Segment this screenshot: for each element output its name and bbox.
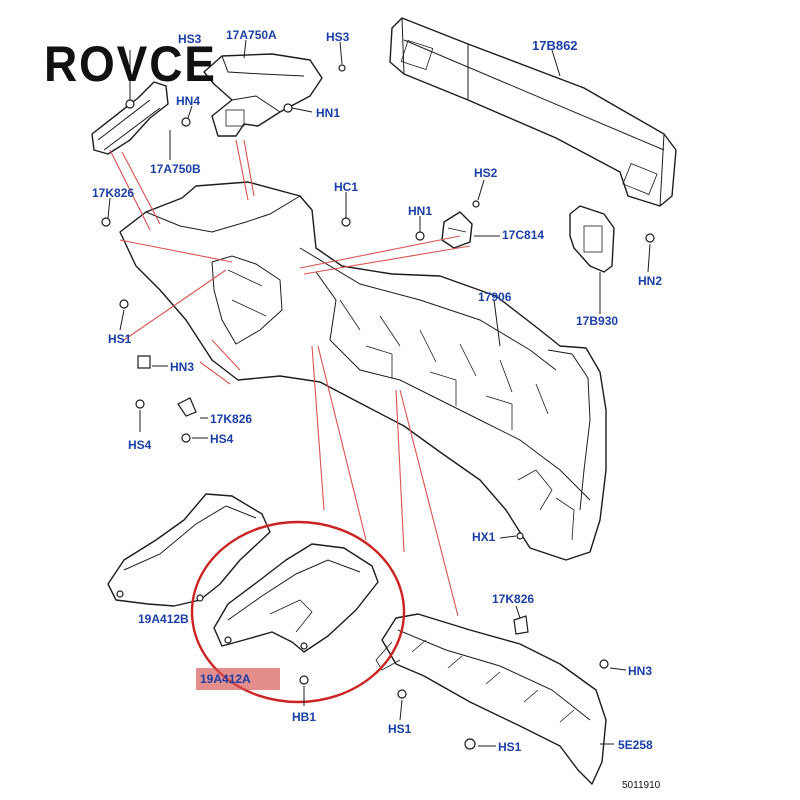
label-17k826-mid: 17K826 [210, 412, 253, 426]
label-17906: 17906 [478, 290, 512, 304]
leader-lines [109, 139, 471, 617]
clip-17c814 [441, 211, 473, 249]
label-5e258: 5E258 [618, 738, 653, 752]
valance-5e258 [375, 613, 607, 785]
bracket-17b930 [569, 205, 615, 273]
label-hs2: HS2 [474, 166, 498, 180]
label-hb1: HB1 [292, 710, 317, 724]
label-17a750b: 17A750B [150, 162, 201, 176]
label-hs3-top: HS3 [326, 30, 350, 44]
label-hc1: HC1 [334, 180, 359, 194]
label-hx1: HX1 [472, 530, 496, 544]
label-hs1-bottom: HS1 [388, 722, 412, 736]
label-pointers [107, 39, 651, 747]
bumper-cover-17906 [119, 181, 607, 561]
diagram-reference-number: 5011910 [622, 780, 661, 791]
panel-19a412b [107, 493, 271, 607]
label-hs3-top-left: HS3 [178, 32, 202, 46]
brand-logo: ROVCE [44, 38, 217, 90]
panel-19a412a [213, 543, 379, 653]
label-hs4-mid: HS4 [210, 432, 234, 446]
label-hn3-right: HN3 [628, 664, 653, 678]
brand-logo-text: ROVCE [44, 36, 217, 92]
label-hn2: HN2 [638, 274, 663, 288]
label-17c814: 17C814 [502, 228, 545, 242]
label-hn1-mid: HN1 [408, 204, 433, 218]
label-17a750a: 17A750A [226, 28, 277, 42]
highlight-circle [190, 520, 406, 704]
label-hs1-left: HS1 [108, 332, 132, 346]
bracket-17a750a [203, 53, 323, 137]
label-hs1-bottom-right: HS1 [498, 740, 522, 754]
label-17b930: 17B930 [576, 314, 619, 328]
label-hn1-top: HN1 [316, 106, 341, 120]
highlight-box-19a412a [196, 668, 280, 690]
label-17k826-left: 17K826 [92, 186, 135, 200]
label-19a412a: 19A412A [200, 672, 251, 686]
label-19a412b: 19A412B [138, 612, 189, 626]
label-17k826-right: 17K826 [492, 592, 535, 606]
label-hn4: HN4 [176, 94, 201, 108]
reinforcement-beam-17b862 [389, 17, 677, 207]
label-hn3-left: HN3 [170, 360, 195, 374]
bracket-17a750b [91, 81, 169, 155]
label-hs4-left: HS4 [128, 438, 152, 452]
fasteners [101, 64, 655, 750]
label-17b862: 17B862 [532, 38, 578, 53]
